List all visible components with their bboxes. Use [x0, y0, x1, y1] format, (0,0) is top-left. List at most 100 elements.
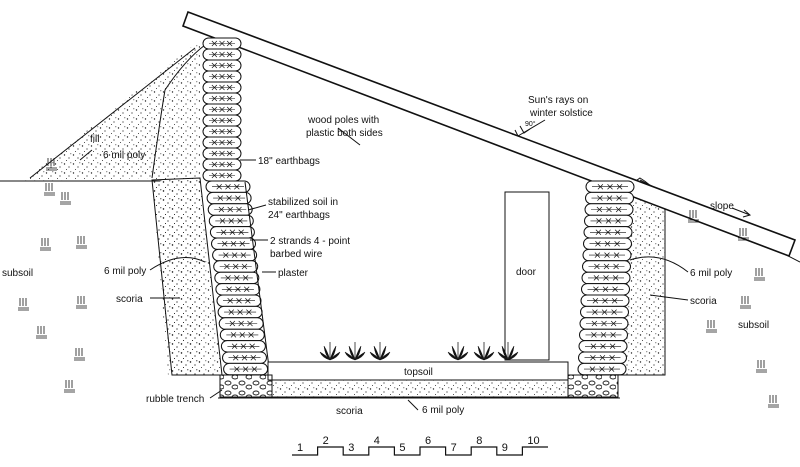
sun-ray-arrow — [511, 119, 546, 137]
label-poly-right: 6 mil poly — [690, 268, 732, 279]
earthbag-right — [579, 317, 629, 330]
earthbag-right — [580, 305, 629, 319]
scale-tick-label: 9 — [502, 442, 508, 454]
soil-hatch — [46, 158, 57, 171]
earthbag-right — [585, 180, 635, 193]
soil-hatch — [64, 380, 75, 393]
earthbag-18in — [202, 103, 242, 116]
soil-hatch — [754, 268, 765, 281]
label-barbed-2: barbed wire — [270, 249, 323, 260]
earthbag-24in — [215, 283, 261, 296]
scale-tick-label: 2 — [323, 435, 329, 447]
earthbag-24in — [213, 260, 259, 273]
label-barbed-1: 2 strands 4 - point — [270, 236, 350, 247]
label-poly-left: 6 mil poly — [104, 266, 146, 277]
label-suns-rays-1: Sun's rays on — [528, 95, 588, 106]
plant — [344, 342, 366, 361]
earthbag-right — [577, 362, 627, 376]
earthbag-wall-left-upper — [202, 37, 242, 182]
earthbag-24in — [208, 214, 254, 228]
soil-hatch — [76, 296, 87, 309]
soil-hatch — [756, 360, 767, 373]
right-angle-marker — [519, 125, 531, 134]
leader-wood-poles — [337, 127, 361, 146]
label-subsoil-left: subsoil — [2, 268, 33, 279]
earthbag-24in — [217, 305, 263, 319]
earthbag-24in — [209, 226, 255, 239]
scale-tick-label: 10 — [527, 435, 539, 447]
earthbag-right — [585, 191, 634, 205]
plant — [447, 341, 469, 361]
subsoil-hatches — [18, 158, 779, 408]
left-scoria-edge — [151, 44, 206, 179]
plant — [319, 342, 341, 361]
earthbag-18in — [202, 136, 242, 149]
plant — [473, 341, 495, 361]
earthbag-18in — [202, 92, 242, 105]
earthbag-18in — [202, 48, 242, 61]
soil-hatch — [60, 192, 71, 205]
earthbag-24in — [212, 248, 258, 262]
scale-tick-label: 7 — [451, 442, 457, 454]
earthbag-24in — [218, 317, 264, 330]
scale-tick-label: 8 — [476, 435, 482, 447]
soil-hatch — [18, 298, 29, 311]
leader-poly-left — [149, 257, 206, 271]
rubble-trench-left — [219, 374, 273, 398]
label-slope: slope — [710, 201, 734, 212]
earthbag-right — [584, 203, 634, 216]
earthbag-18in — [202, 147, 242, 160]
earthbag-24in — [219, 328, 265, 342]
label-plaster: plaster — [278, 268, 309, 279]
bottom-scoria — [271, 379, 569, 398]
earthbag-24in — [216, 294, 262, 307]
label-scoria-bottom: scoria — [336, 406, 363, 417]
label-angle: 90° — [525, 120, 536, 128]
earthbag-right — [581, 283, 630, 296]
earthbag-right — [583, 226, 633, 239]
earthbag-right — [579, 328, 628, 342]
label-wood-poles-1: wood poles with — [307, 115, 379, 126]
earthbag-24in — [214, 271, 260, 285]
leader-stabilized — [247, 204, 267, 211]
earthbag-right — [582, 248, 632, 262]
earthbag-18in — [202, 59, 242, 72]
earthbag-18in — [202, 125, 242, 138]
label-poly-bottom: 6 mil poly — [422, 405, 464, 416]
soil-hatch — [688, 210, 699, 223]
earthbag-right — [580, 294, 630, 307]
scale-tick-label: 5 — [399, 442, 405, 454]
plants-right — [447, 341, 519, 361]
soil-hatch — [740, 296, 751, 309]
leader-fill-poly — [79, 149, 93, 161]
soil-hatch — [706, 320, 717, 333]
soil-hatch — [44, 183, 55, 196]
earthbag-right — [582, 260, 631, 273]
label-subsoil-right: subsoil — [738, 320, 769, 331]
earthbag-24in — [205, 180, 251, 193]
plants-left — [319, 341, 391, 361]
earthbag-18in — [202, 114, 242, 127]
soil-hatch — [36, 326, 47, 339]
scale-tick-label: 1 — [297, 442, 303, 454]
soil-hatch — [40, 238, 51, 251]
earthbag-18in — [202, 169, 242, 182]
earthbag-24in — [223, 362, 269, 376]
label-stabilized-1: stabilized soil in — [268, 197, 338, 208]
soil-hatch — [74, 348, 85, 361]
leader-poly-bottom — [407, 399, 419, 411]
label-scoria-left: scoria — [116, 294, 143, 305]
label-scoria-right: scoria — [690, 296, 717, 307]
leader-scoria-right — [649, 294, 689, 301]
soil-hatch — [76, 236, 87, 249]
earthbag-18in — [202, 70, 242, 83]
earthbag-right — [584, 214, 633, 228]
earthbag-18in — [202, 158, 242, 171]
scale-bar-line — [292, 446, 548, 456]
label-rubble-trench: rubble trench — [146, 394, 204, 405]
leader-poly-right — [629, 256, 689, 273]
label-suns-rays-2: winter solstice — [529, 108, 593, 119]
soil-hatch — [738, 228, 749, 241]
